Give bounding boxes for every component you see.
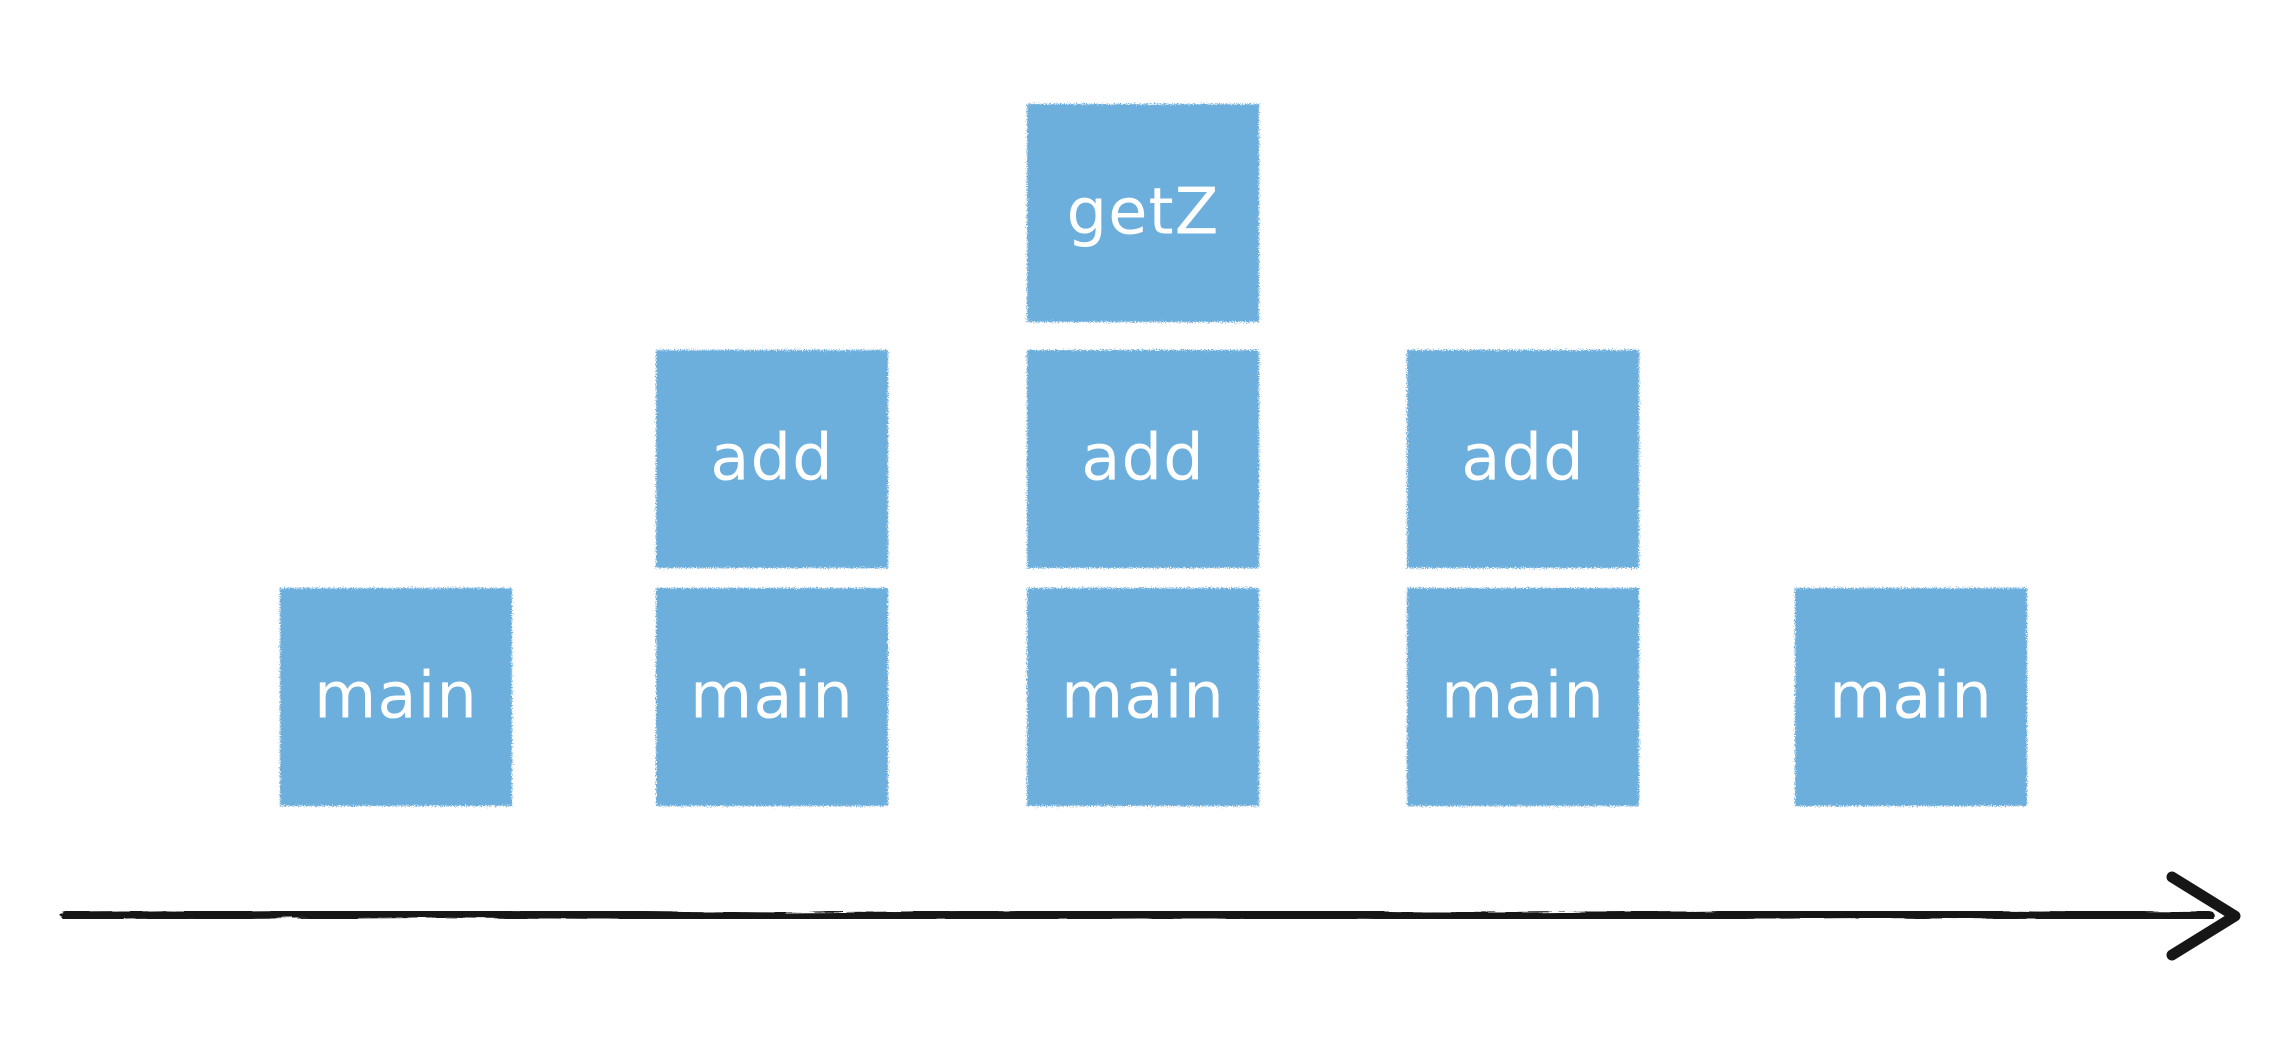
stack-column-1: main (280, 588, 512, 806)
time-axis (60, 871, 2241, 961)
time-axis-arrowhead-icon (2166, 871, 2241, 961)
stack-frame-add[interactable]: add (1027, 350, 1259, 568)
stack-column-5: main (1795, 588, 2027, 806)
frame-label: main (314, 660, 478, 734)
frame-label: main (690, 660, 854, 734)
frame-label: main (1441, 660, 1605, 734)
frame-label: add (710, 422, 833, 496)
stack-frame-getz[interactable]: getZ (1027, 104, 1259, 322)
stack-frame-main[interactable]: main (1795, 588, 2027, 806)
time-axis-line (60, 908, 2215, 922)
stack-column-2: main add (656, 350, 888, 806)
frame-box (1407, 350, 1639, 568)
frame-box (656, 350, 888, 568)
frame-box (1795, 588, 2027, 806)
frame-box (1027, 104, 1259, 322)
frame-label: add (1461, 422, 1584, 496)
frame-label: add (1081, 422, 1204, 496)
frame-box (1027, 350, 1259, 568)
frame-label: getZ (1067, 176, 1220, 250)
stack-column-3: main add getZ (1027, 104, 1259, 806)
stack-frame-add[interactable]: add (1407, 350, 1639, 568)
frame-box (280, 588, 512, 806)
stack-frame-main[interactable]: main (280, 588, 512, 806)
frame-label: main (1061, 660, 1225, 734)
frame-box (1407, 588, 1639, 806)
frame-box (1027, 588, 1259, 806)
stack-frame-add[interactable]: add (656, 350, 888, 568)
stack-column-4: main add (1407, 350, 1639, 806)
stack-frame-main[interactable]: main (1407, 588, 1639, 806)
frame-label: main (1829, 660, 1993, 734)
stack-frame-main[interactable]: main (1027, 588, 1259, 806)
frame-box (656, 588, 888, 806)
stack-frame-main[interactable]: main (656, 588, 888, 806)
